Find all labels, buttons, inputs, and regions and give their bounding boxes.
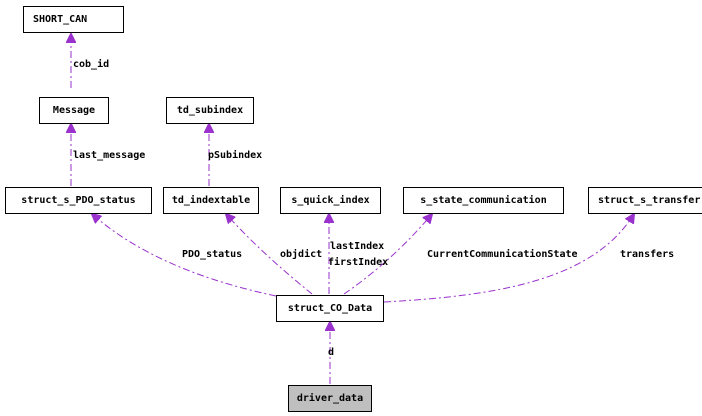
label-cob-id: cob_id <box>73 59 110 70</box>
node-driver-data[interactable]: driver_data <box>288 385 372 412</box>
label-objdict: objdict <box>280 249 323 260</box>
node-td-subindex[interactable]: td_subindex <box>166 97 254 124</box>
label-last-index: lastIndex <box>330 241 385 252</box>
node-message[interactable]: Message <box>39 97 109 124</box>
node-struct-co-data[interactable]: struct_CO_Data <box>276 295 384 322</box>
edge-co-data-indextable <box>226 214 313 295</box>
label-d: d <box>328 347 335 358</box>
label-current-communication-state: CurrentCommunicationState <box>427 249 578 260</box>
node-s-state-communication[interactable]: s_state_communication <box>403 187 564 214</box>
node-struct-s-pdo-status[interactable]: struct_s_PDO_status <box>5 187 152 214</box>
label-last-message: last_message <box>73 150 146 161</box>
edge-co-data-transfer <box>383 214 634 303</box>
node-short-can[interactable]: SHORT_CAN <box>23 6 124 33</box>
label-psubindex: pSubindex <box>208 150 263 161</box>
node-struct-s-transfer[interactable]: struct_s_transfer <box>588 187 702 214</box>
label-pdo-status: PDO_status <box>182 249 243 260</box>
node-td-indextable[interactable]: td_indextable <box>163 187 259 214</box>
label-first-index: firstIndex <box>328 257 389 268</box>
node-s-quick-index[interactable]: s_quick_index <box>280 187 381 214</box>
label-transfers: transfers <box>620 249 675 260</box>
edge-co-data-state-comm <box>343 214 432 295</box>
